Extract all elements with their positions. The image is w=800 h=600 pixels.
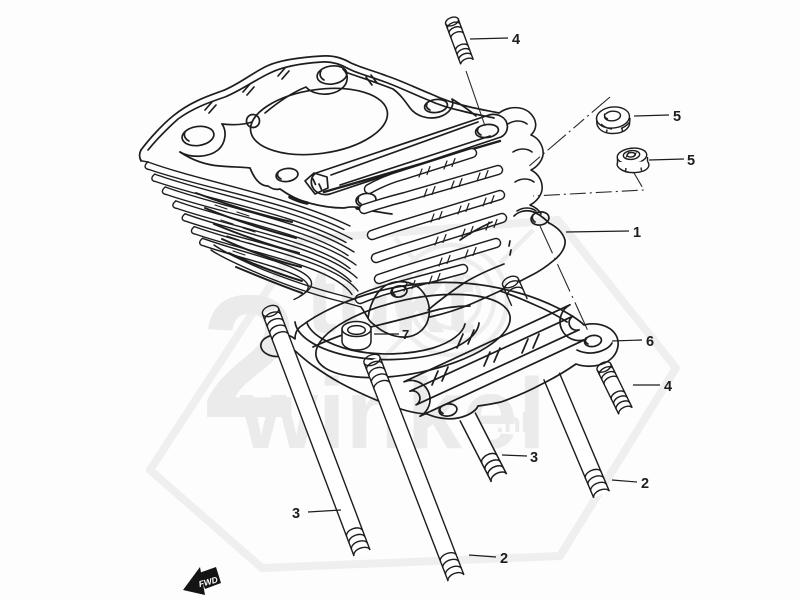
svg-text:4: 4	[664, 379, 672, 395]
svg-text:6: 6	[646, 334, 654, 350]
svg-text:3: 3	[292, 506, 300, 522]
svg-text:tukt: tukt	[306, 250, 475, 352]
svg-text:7: 7	[402, 327, 409, 342]
svg-text:1: 1	[633, 225, 641, 241]
svg-text:.nl: .nl	[496, 407, 529, 438]
svg-text:4: 4	[512, 32, 520, 48]
svg-text:5: 5	[673, 109, 681, 125]
svg-text:3: 3	[530, 450, 538, 466]
svg-text:5: 5	[687, 153, 695, 169]
svg-text:FWD: FWD	[198, 574, 219, 589]
svg-text:2: 2	[500, 551, 508, 567]
svg-text:2: 2	[641, 476, 649, 492]
